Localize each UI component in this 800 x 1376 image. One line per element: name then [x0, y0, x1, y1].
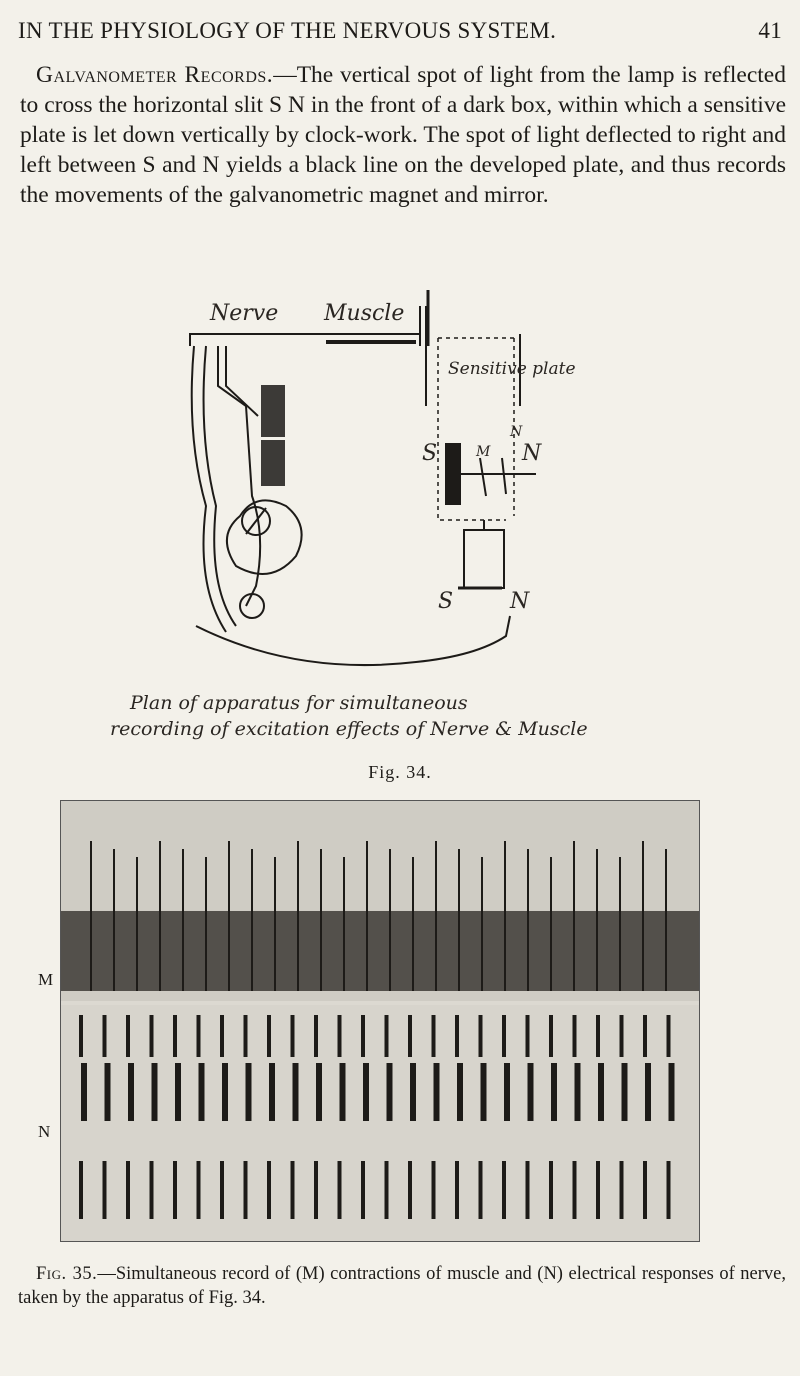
label-n-bottom: N — [509, 589, 530, 614]
figure-35-record — [60, 800, 700, 1242]
caption-35-text: —Simultaneous record of (M) contractions… — [18, 1264, 786, 1308]
page-header: IN THE PHYSIOLOGY OF THE NERVOUS SYSTEM.… — [14, 14, 786, 48]
label-nerve: Nerve — [209, 301, 278, 326]
handwritten-caption-line-2: recording of excitation effects of Nerve… — [110, 718, 588, 740]
paragraph-text: —The vertical spot of light from the lam… — [20, 62, 786, 208]
label-muscle: Muscle — [323, 301, 404, 326]
body-paragraph: Galvanometer Records.—The vertical spot … — [20, 60, 786, 210]
figure-34-caption: Fig. 34. — [368, 762, 432, 782]
track-n-band — [61, 1005, 699, 1241]
track-m-dark-band — [61, 911, 699, 991]
page-number: 41 — [758, 18, 782, 43]
label-slit-n: N — [521, 441, 542, 466]
paragraph-lead: Galvanometer Records. — [36, 62, 274, 88]
track-n-label: N — [38, 1122, 51, 1141]
track-m-label: M — [38, 970, 54, 989]
figure-34-diagram: Nerve Muscle Sensitive plate S N S N M N — [176, 286, 646, 682]
label-slit-s: S — [422, 441, 437, 466]
running-title: IN THE PHYSIOLOGY OF THE NERVOUS SYSTEM. — [18, 18, 557, 43]
figure-34-handwritten-caption: Plan of apparatus for simultaneous recor… — [110, 690, 750, 742]
label-s-bottom: S — [438, 589, 453, 614]
label-sensitive-plate: Sensitive plate — [448, 359, 576, 379]
label-m-small: M — [475, 444, 491, 460]
label-n-small: N — [509, 424, 523, 440]
figure-35-caption: Fig. 35.—Simultaneous record of (M) cont… — [18, 1262, 786, 1310]
caption-35-lead: Fig. 35. — [36, 1264, 98, 1284]
handwritten-caption-line-1: Plan of apparatus for simultaneous — [130, 692, 468, 714]
